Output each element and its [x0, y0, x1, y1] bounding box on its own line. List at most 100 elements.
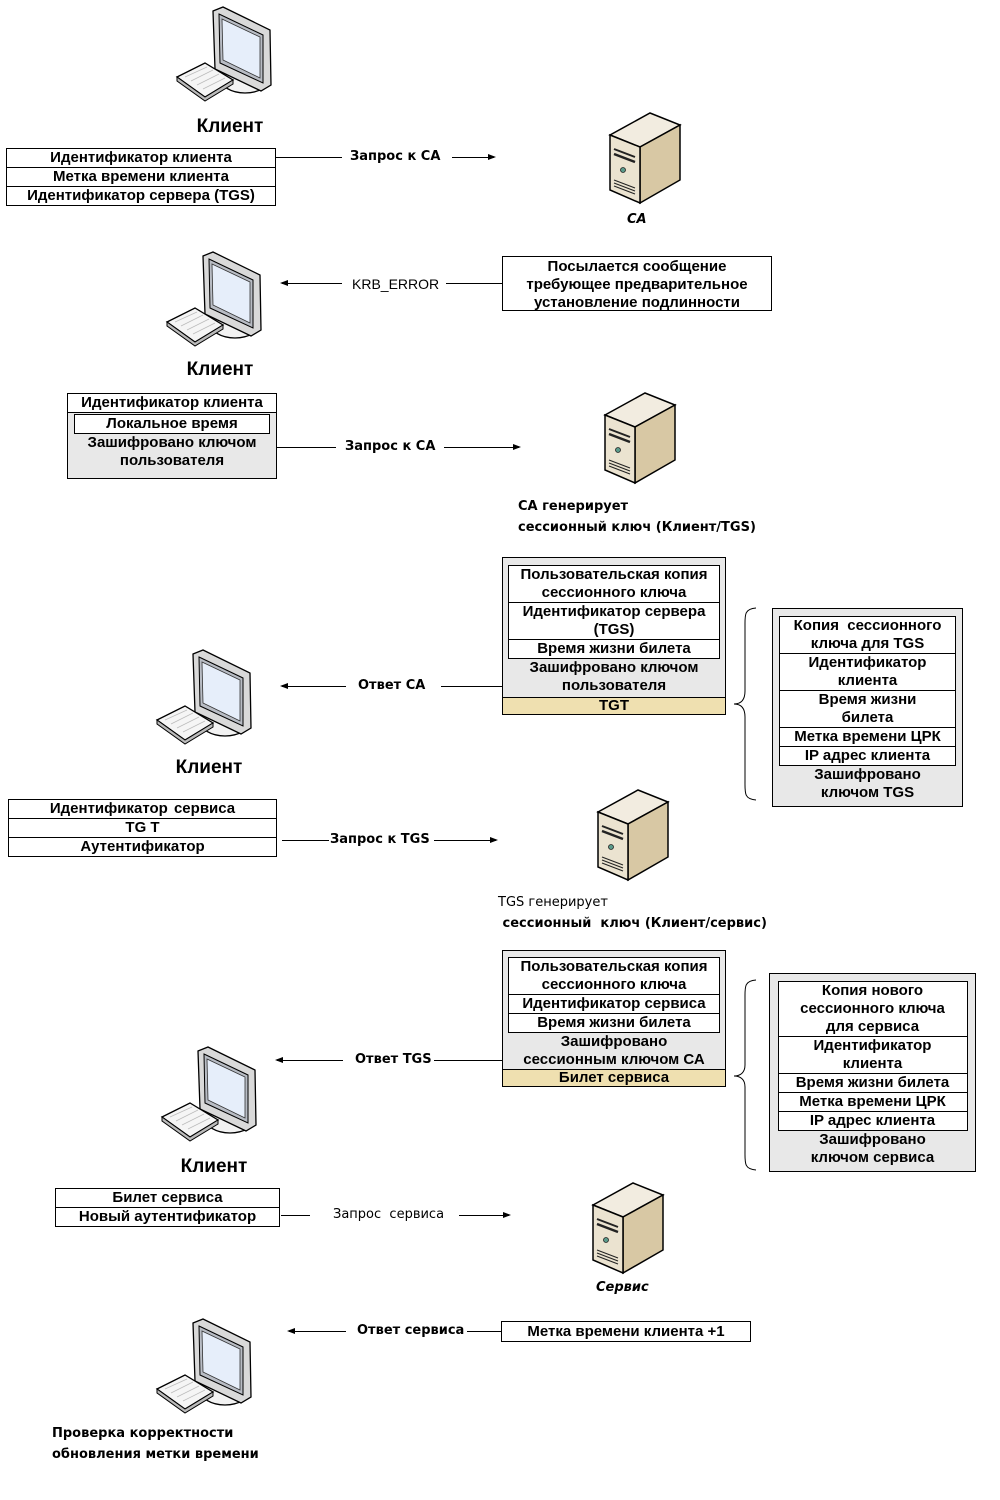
row-line: Пользовательская копия	[520, 566, 708, 583]
encrypted-line: ключом сервиса	[810, 1149, 935, 1166]
tgs-request-row: Идентификатор сервиса	[9, 800, 276, 819]
client-computer-icon	[155, 1317, 255, 1417]
as-server-icon	[605, 105, 685, 205]
row-line: Идентификатор	[808, 654, 927, 671]
row-line: для сервиса	[825, 1018, 920, 1035]
arrow-right	[459, 1212, 511, 1218]
row-line: Пользовательская копия	[520, 958, 708, 975]
arrow-left	[275, 1057, 343, 1063]
encrypted-line: ключом TGS	[820, 784, 915, 801]
encrypted-line: Зашифровано	[819, 1131, 926, 1148]
service-reply-box: Метка времени клиента +1	[501, 1321, 751, 1342]
arrow-label-request-as: Запрос к СА	[350, 149, 441, 164]
service-request-box: Билет сервиса Новый аутентификатор	[55, 1188, 280, 1227]
arrow-label-request-service: Запрос сервиса	[333, 1207, 445, 1222]
tgs-caption-line: TGS генерирует	[498, 895, 608, 910]
tgt-ticket-bar: TGT	[503, 697, 725, 714]
arrow-right	[434, 837, 498, 843]
client-computer-icon	[160, 1045, 260, 1145]
tgs-server-icon	[593, 782, 673, 882]
connector-line	[434, 1060, 502, 1061]
row-line: Копия нового	[821, 982, 924, 999]
client-label: Клиент	[175, 757, 243, 778]
encrypted-line: Зашифровано	[560, 1033, 668, 1050]
encrypted-line: Зашифровано	[814, 766, 921, 783]
arrow-label-service-reply: Ответ сервиса	[357, 1323, 465, 1338]
row-line: Идентификатор сервера	[522, 603, 706, 620]
row-line: Копия сессионного	[793, 617, 942, 634]
service-request-row: Новый аутентификатор	[78, 1208, 257, 1225]
connector-line	[446, 283, 503, 284]
curly-brace-icon	[733, 607, 757, 801]
as-request-box: Идентификатор клиента Метка времени клие…	[6, 148, 276, 206]
arrow-label-request-as-2: Запрос к СА	[345, 439, 436, 454]
client-label: Клиент	[186, 359, 254, 380]
row-line: билета	[841, 709, 894, 726]
service-ticket-bar: Билет сервиса	[503, 1069, 725, 1086]
row-line: Идентификатор	[813, 1037, 932, 1054]
row-line: сессионного ключа	[541, 584, 687, 601]
tgs-caption-line: сессионный ключ (Клиент/сервис)	[498, 916, 767, 931]
encrypted-line: пользователя	[119, 452, 225, 469]
client-caption-line: Проверка корректности	[52, 1426, 234, 1441]
connector-line	[467, 1331, 501, 1332]
row-line: (TGS)	[593, 621, 635, 638]
as-caption-line: СА генерирует	[518, 499, 629, 514]
as-request-row: Идентификатор сервера (TGS)	[27, 187, 255, 204]
connector-line	[282, 840, 329, 841]
row-line: сессионного ключа	[800, 1000, 945, 1017]
arrow-left	[280, 683, 346, 689]
client-label: Клиент	[180, 1156, 248, 1177]
ticket-row: Время жизни билета	[778, 1074, 967, 1093]
reply-row: Идентификатор сервиса	[509, 995, 719, 1014]
reply-row: Время жизни билета	[537, 640, 691, 657]
row-line: ключа для TGS	[810, 635, 925, 652]
client-computer-icon	[175, 5, 275, 105]
reply-row: Идентификатор сервера(TGS)	[509, 603, 719, 640]
arrow-label-request-tgs: Запрос к TGS	[330, 832, 430, 847]
krb-error-message-box: Посылается сообщение требующее предварит…	[502, 256, 772, 311]
tgs-request-row: Аутентификатор	[80, 838, 205, 855]
preauth-request-box: Идентификатор клиента Локальное время За…	[67, 393, 277, 479]
row-local-time: Локальное время	[74, 414, 270, 434]
connector-line	[276, 157, 342, 158]
encrypted-line: Зашифровано ключом	[87, 434, 257, 451]
arrow-label-as-reply: Ответ СА	[358, 678, 426, 693]
message-line: требующее предварительное	[526, 276, 748, 293]
as-server-icon	[600, 385, 680, 485]
tgt-row: Метка времени ЦРК	[780, 728, 955, 747]
tgs-request-row: TG T	[9, 819, 276, 838]
row-line: клиента	[837, 672, 898, 689]
arrow-label-krb-error: KRB_ERROR	[352, 276, 440, 292]
tgt-row: IP адрес клиента	[804, 747, 931, 764]
encrypted-line: Зашифровано ключом	[529, 659, 699, 676]
server-label-service: Сервис	[596, 1280, 649, 1295]
client-computer-icon	[165, 250, 265, 350]
arrow-label-tgs-reply: Ответ TGS	[355, 1052, 432, 1067]
connector-line	[277, 447, 336, 448]
ticket-row: Метка времени ЦРК	[778, 1093, 967, 1112]
server-label-as: СА	[627, 212, 647, 227]
tgs-request-box: Идентификатор сервиса TG T Аутентификато…	[8, 799, 277, 857]
ticket-row: IP адрес клиента	[809, 1112, 936, 1129]
reply-row: Время жизни билета	[537, 1014, 691, 1031]
message-line: Посылается сообщение	[547, 258, 727, 275]
client-caption-line: обновления метки времени	[52, 1447, 259, 1462]
row-client-id: Идентификатор клиента	[68, 394, 276, 413]
arrow-left	[287, 1328, 346, 1334]
arrow-left	[280, 280, 342, 286]
curly-brace-icon	[733, 979, 757, 1171]
timestamp-plus-one: Метка времени клиента +1	[527, 1323, 725, 1340]
